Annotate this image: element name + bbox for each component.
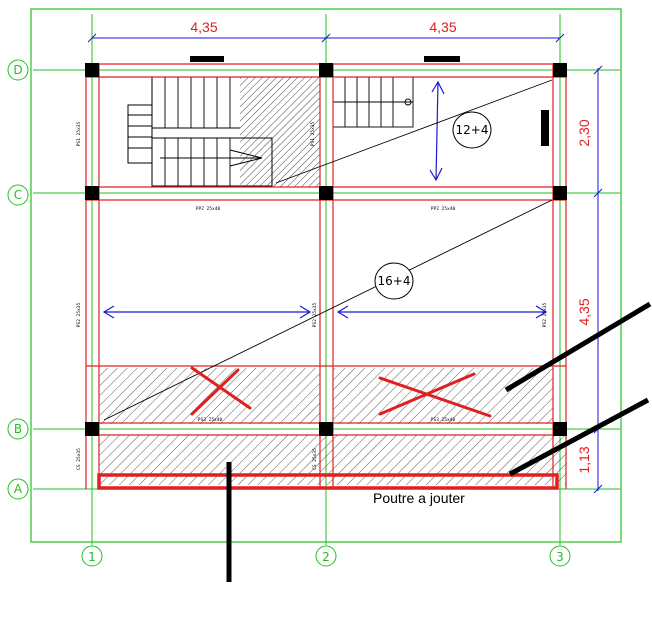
axis-bubble-a — [7, 478, 29, 500]
slab-label-upper: 12+4 — [456, 123, 489, 137]
beam-label-ps3-left: PS3 25x40 — [198, 417, 223, 423]
span-arrows — [102, 80, 548, 319]
column-c2 — [319, 186, 333, 200]
axis-label-3: 3 — [556, 550, 564, 564]
column-d2 — [319, 63, 333, 77]
axis-label-1: 1 — [88, 550, 96, 564]
column-b3 — [553, 422, 567, 436]
beam-label-pp2-right: PP2 25x40 — [431, 206, 456, 212]
dimension-top-span-2: 4,35 — [429, 19, 456, 35]
axis-bubble-2 — [315, 545, 337, 567]
beam-label-ps1-left: PS1 25x35 — [76, 122, 82, 147]
hatched-stair-landing — [240, 77, 320, 187]
pointer-line-lower — [508, 397, 650, 477]
slab-callout-lower — [374, 262, 414, 300]
axis-bubble-d — [7, 59, 29, 81]
beam-label-cs-mid: CS 25x35 — [312, 448, 318, 470]
wall-top-right — [424, 56, 460, 62]
pointer-line-upper — [504, 301, 652, 393]
dimension-top-span-1: 4,35 — [190, 19, 217, 35]
column-b1 — [85, 422, 99, 436]
slab-label-lower: 16+4 — [378, 274, 411, 288]
new-beam-note: Poutre a jouter — [373, 490, 465, 506]
axis-markers — [7, 59, 571, 567]
beam-label-ps2-mid: PS2 25x35 — [312, 303, 318, 328]
column-c3 — [553, 186, 567, 200]
beam-label-ps1-mid: PS1 25x35 — [310, 122, 316, 147]
axis-bubble-c — [7, 184, 29, 206]
axis-label-b: B — [14, 422, 22, 436]
staircase — [127, 77, 273, 187]
dimension-right-span-cb: 4,35 — [576, 298, 592, 325]
dimension-right-span-ba: 1,13 — [576, 446, 592, 473]
column-d3 — [553, 63, 567, 77]
axis-bubble-3 — [549, 545, 571, 567]
staircase-right — [332, 76, 414, 128]
slab-leaders — [103, 79, 553, 421]
removal-mark-right-a — [378, 376, 492, 418]
pointer-lines — [226, 301, 652, 582]
axis-bubble-b — [7, 418, 29, 440]
column-d1 — [85, 63, 99, 77]
removal-mark-right-b — [378, 372, 476, 416]
columns — [85, 63, 567, 436]
axis-label-c: C — [14, 188, 22, 202]
beam-label-ps3-right: PS3 25x40 — [431, 417, 456, 423]
beam-label-pp2-left: PP2 25x40 — [196, 206, 221, 212]
wall-top-left — [190, 56, 224, 62]
slab-callout-upper — [452, 111, 492, 149]
axis-label-2: 2 — [322, 550, 330, 564]
new-beam-outline — [97, 473, 559, 490]
beam-label-ps2-right: PS2 25x35 — [542, 303, 548, 328]
removal-mark-left-b — [190, 368, 240, 416]
removal-marks — [190, 366, 492, 418]
hatched-zone-right — [333, 368, 553, 424]
beam-label-ps2-left: PS2 25x35 — [76, 303, 82, 328]
axis-label-a: A — [14, 482, 23, 496]
axis-bubble-1 — [81, 545, 103, 567]
beam-label-cs-left: CS 25x35 — [76, 448, 82, 470]
column-b2 — [319, 422, 333, 436]
top-dimension-line — [87, 33, 565, 43]
axis-label-d: D — [13, 63, 22, 77]
wall-right-upper — [541, 110, 549, 146]
column-c1 — [85, 186, 99, 200]
dimension-right-span-dc: 2,30 — [576, 119, 592, 146]
